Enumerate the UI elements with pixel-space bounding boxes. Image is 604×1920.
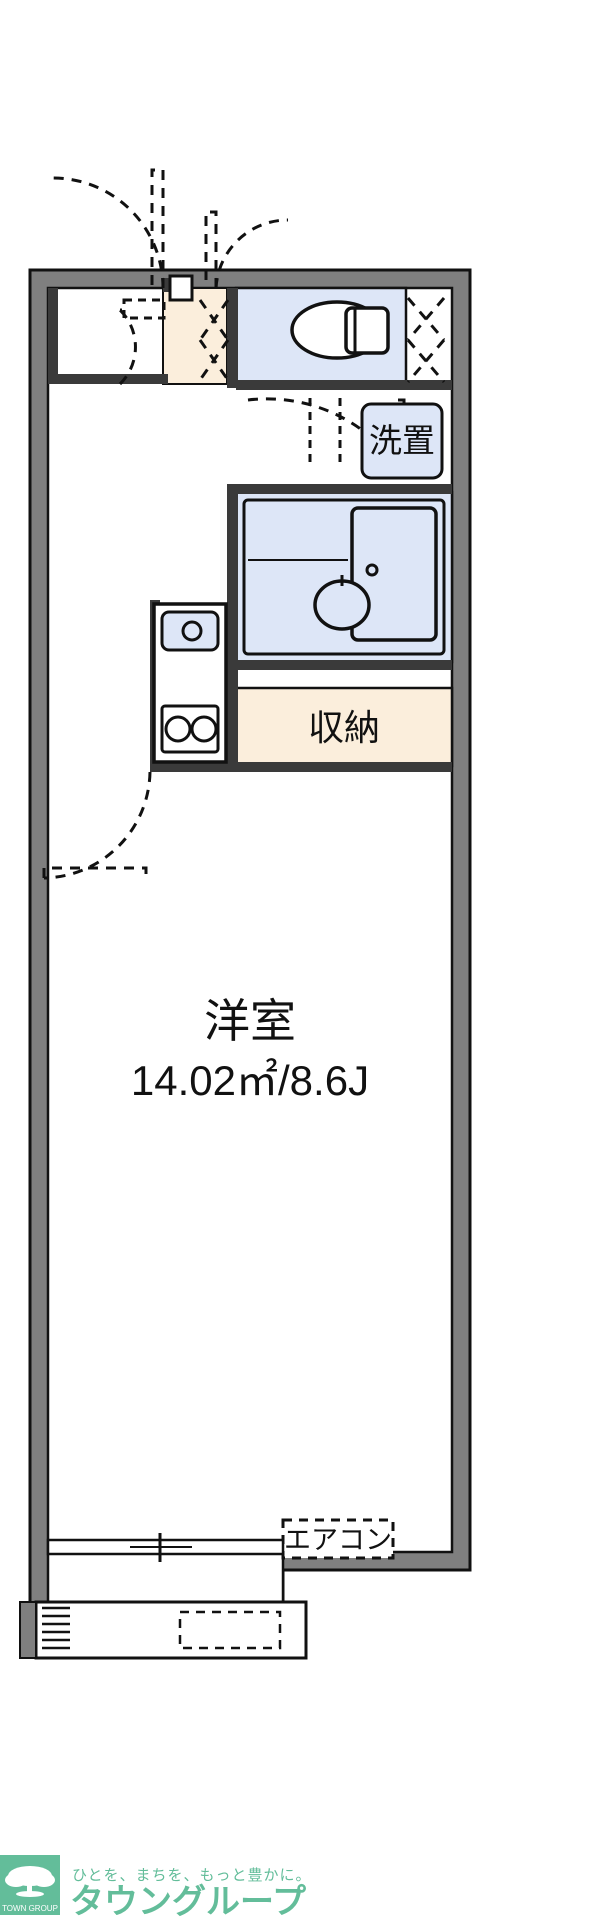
folding-door-entry-closet: [198, 299, 230, 381]
balcony-hatch: [42, 1606, 70, 1650]
shoe-box-dashed: [122, 298, 166, 320]
partition-wall-bath-bottom: [236, 660, 452, 670]
entrance-tile-area: [162, 287, 228, 385]
washer-label: 洗置: [369, 422, 435, 459]
toilet-fixture: [290, 300, 390, 360]
aircon-box: [281, 1518, 395, 1560]
gas-burner-right: [190, 715, 218, 743]
partition-wall-bath-left: [227, 484, 238, 670]
bathtub: [350, 506, 438, 642]
logo-tagline: ひとを、まちを、もっと豊かに。: [72, 1867, 312, 1884]
balcony-window: [19, 1533, 308, 1660]
partition-wall-toilet-bottom: [236, 380, 452, 390]
bathtub-drain: [365, 563, 379, 577]
balcony-railing-dashed: [178, 1610, 282, 1650]
entrance-door-leaf: [150, 168, 165, 288]
washer-box: [360, 402, 444, 480]
partition-wall-hall-bottom: [48, 374, 168, 384]
closet-area: [234, 686, 454, 768]
folding-door-right-toilet: [406, 297, 446, 383]
aircon-label: エアコン: [284, 1525, 392, 1555]
shoe-cabinet-door-arc: [118, 308, 137, 386]
bath-door-arc: [247, 397, 406, 477]
kitchen-sink-drain: [181, 620, 203, 642]
washbasin-bowl: [313, 579, 371, 631]
room-door-arc: [43, 771, 152, 880]
kitchen-sink-basin: [160, 610, 220, 652]
gas-burner-left: [164, 715, 192, 743]
bath-fixtures: [242, 498, 446, 656]
entrance-transom: [168, 274, 194, 302]
balcony-wall-left: [19, 1601, 37, 1659]
partition-wall-closet-left: [227, 670, 238, 770]
closet-dashed-lines: [308, 398, 342, 466]
closet-label: 収納: [308, 707, 380, 748]
main-room-size: 14.02㎡/8.6J: [131, 1057, 369, 1104]
partition-wall-bath-top: [236, 484, 452, 494]
door-jamb-entry-left: [163, 278, 172, 292]
partition-wall-closet-bottom: [150, 762, 452, 772]
washer-annotation: 洗置: [360, 402, 444, 480]
logo-badge-text: TOWN GROUP: [2, 1904, 58, 1913]
tree-icon: [5, 1866, 55, 1897]
kitchen-fixtures: [152, 602, 228, 764]
toilet-door-arc-top: [214, 218, 289, 289]
logo-brand-name: タウングループ: [70, 1883, 306, 1920]
aircon-annotation: エアコン: [281, 1518, 395, 1560]
partition-wall-hall-left: [48, 288, 58, 384]
room-door-leaf: [42, 866, 148, 878]
balcony-slab: [34, 1600, 308, 1660]
footer-logo: TOWN GROUP ひとを、まちを、もっと豊かに。 タウングループ: [0, 1855, 312, 1920]
main-room-label-group: 洋室 14.02㎡/8.6J: [131, 995, 369, 1104]
partition-wall-entry-toilet: [227, 288, 238, 388]
entrance-door-arc: [52, 176, 165, 289]
toilet-tank: [344, 306, 390, 355]
main-room-name: 洋室: [204, 995, 296, 1047]
toilet-door-leaf-top: [204, 210, 218, 288]
